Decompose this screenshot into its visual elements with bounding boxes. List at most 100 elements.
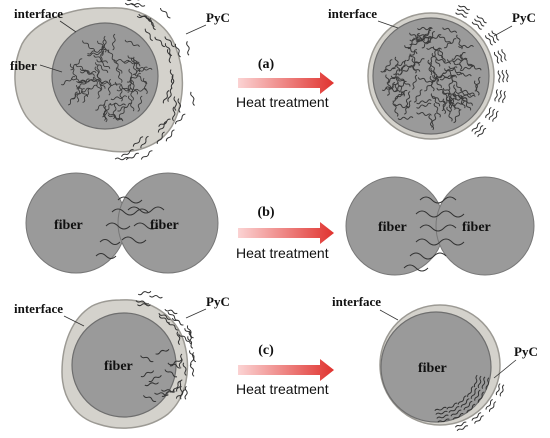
carbon-squiggle	[148, 374, 162, 383]
interface-leader	[63, 315, 85, 327]
carbon-squiggle	[109, 102, 126, 107]
carbon-squiggle	[476, 15, 487, 24]
carbon-squiggle	[452, 413, 464, 420]
carbon-squiggle	[129, 84, 134, 101]
heat-treatment-label: Heat treatment	[236, 381, 329, 397]
carbon-squiggle	[164, 369, 178, 378]
carbon-squiggle	[164, 36, 175, 48]
carbon-squiggle	[429, 49, 438, 64]
carbon-squiggle	[82, 40, 96, 52]
carbon-squiggle	[409, 32, 423, 42]
carbon-squiggle	[167, 322, 179, 331]
row-a-before	[14, 0, 195, 161]
carbon-squiggle	[419, 196, 457, 204]
carbon-squiggle	[96, 59, 111, 69]
carbon-squiggle	[415, 238, 465, 246]
interface-leader	[377, 20, 399, 29]
carbon-squiggle	[178, 333, 190, 342]
carbon-squiggle	[140, 355, 154, 363]
carbon-squiggle	[459, 53, 463, 70]
carbon-squiggle	[111, 208, 149, 216]
carbon-squiggle	[76, 78, 90, 90]
carbon-squiggle	[95, 253, 117, 259]
carbon-squiggle	[157, 120, 168, 133]
carbon-squiggle	[158, 315, 171, 324]
carbon-squiggle	[94, 76, 106, 89]
carbon-squiggle	[107, 78, 112, 96]
carbon-squiggle	[448, 97, 465, 102]
carbon-squiggle	[134, 73, 148, 85]
pyc-layers	[95, 196, 165, 259]
carbon-squiggle	[466, 403, 476, 413]
row-tag: (b)	[257, 205, 274, 220]
carbon-squiggle	[451, 57, 468, 62]
carbon-squiggle	[446, 59, 462, 67]
carbon-squiggle	[448, 96, 453, 113]
carbon-squiggle	[394, 76, 399, 92]
carbon-squiggle	[462, 97, 472, 111]
carbon-squiggle	[474, 125, 484, 135]
carbon-squiggle	[133, 56, 141, 73]
carbon-squiggle	[463, 400, 473, 411]
carbon-squiggle	[137, 95, 143, 112]
carbon-squiggle	[164, 308, 178, 315]
carbon-squiggle	[117, 106, 127, 121]
pyc-layers	[135, 290, 197, 402]
carbon-squiggle	[155, 349, 170, 355]
pyc-leader	[493, 25, 513, 37]
carbon-squiggle	[453, 84, 457, 101]
row-tag: (c)	[258, 343, 274, 358]
carbon-squiggle	[101, 82, 118, 86]
fiber	[51, 22, 159, 130]
carbon-squiggle	[99, 239, 121, 245]
carbon-squiggle	[432, 72, 446, 83]
carbon-squiggle	[162, 90, 170, 104]
carbon-squiggle	[454, 421, 467, 428]
fiber-label: fiber	[54, 218, 83, 233]
fiber	[435, 176, 535, 276]
carbon-squiggle	[456, 8, 469, 14]
carbon-squiggle	[415, 210, 465, 218]
carbon-squiggle	[113, 59, 131, 63]
carbon-squiggle	[410, 58, 425, 67]
fiber-label: fiber	[418, 361, 447, 376]
pyc-label: PyC	[206, 10, 230, 25]
carbon-squiggle	[444, 68, 457, 78]
carbon-squiggle	[166, 48, 172, 64]
carbon-squiggle	[438, 47, 446, 63]
pyc-leader	[185, 308, 207, 319]
carbon-squiggle	[130, 3, 146, 7]
carbon-squiggle	[485, 35, 493, 46]
carbon-squiggle	[124, 2, 140, 8]
carbon-squiggle	[97, 40, 109, 53]
carbon-squiggle	[474, 389, 481, 401]
carbon-squiggle	[432, 75, 442, 89]
carbon-squiggle	[501, 49, 507, 61]
carbon-squiggle	[498, 89, 502, 103]
carbon-squiggle	[474, 415, 484, 424]
fiber	[380, 311, 492, 423]
carbon-squiggle	[176, 379, 183, 392]
carbon-squiggle	[177, 98, 181, 113]
carbon-squiggle	[485, 377, 490, 390]
carbon-squiggle	[452, 100, 468, 107]
carbon-squiggle	[108, 112, 123, 121]
carbon-squiggle	[92, 76, 102, 92]
carbon-squiggle	[477, 375, 482, 389]
interface-label: interface	[14, 6, 63, 21]
carbon-squiggle	[129, 79, 138, 95]
carbon-squiggle	[142, 77, 148, 95]
carbon-squiggle	[404, 100, 412, 115]
carbon-squiggle	[383, 59, 393, 73]
carbon-squiggle	[95, 62, 109, 73]
carbon-squiggle	[160, 7, 171, 19]
carbon-squiggle	[453, 109, 462, 124]
carbon-squiggle	[442, 66, 458, 74]
carbon-squiggle	[430, 67, 440, 82]
carbon-squiggle	[167, 87, 173, 102]
carbon-squiggle	[447, 75, 454, 91]
carbon-squiggle	[494, 89, 498, 102]
carbon-squiggle	[403, 264, 429, 272]
carbon-squiggle	[436, 74, 453, 79]
carbon-squiggle	[394, 103, 410, 109]
